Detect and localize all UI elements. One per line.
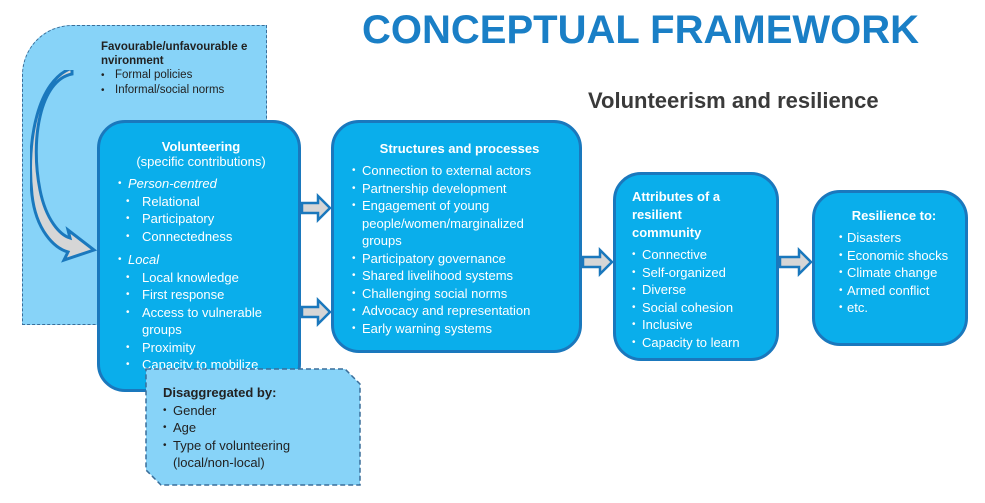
item-text: Formal policies <box>115 69 193 81</box>
group-label: Person-centred <box>128 176 217 191</box>
list-item: etc. <box>831 299 957 317</box>
list-item: Connective <box>632 246 768 264</box>
list-item: Inclusive <box>632 316 768 334</box>
group-local: Local Local knowledge First response Acc… <box>118 251 284 374</box>
page-title: CONCEPTUAL FRAMEWORK <box>362 8 920 52</box>
list-item: First response <box>118 286 284 304</box>
list-item: Informal/social norms <box>101 83 251 98</box>
list-item: Gender <box>163 402 353 420</box>
list-item: Capacity to learn <box>632 334 768 352</box>
volunteering-heading: Volunteering <box>161 139 241 154</box>
list-item: Diverse <box>632 281 768 299</box>
list-item: Connectedness <box>118 228 284 246</box>
item-text: Informal/social norms <box>115 84 225 96</box>
group-person-centred: Person-centred Relational Participatory … <box>118 175 284 245</box>
volunteering-subheading: (specific contributions) <box>136 154 266 169</box>
disaggregated-heading: Disaggregated by: <box>163 385 277 400</box>
list-item: Disasters <box>831 229 957 247</box>
list-item: Type of volunteering (local/non-local) <box>163 437 353 472</box>
volunteering-box: Volunteering (specific contributions) Pe… <box>97 120 301 392</box>
list-item: Challenging social norms <box>352 285 567 303</box>
list-item: Shared livelihood systems <box>352 267 567 285</box>
list-item: Advocacy and representation <box>352 302 567 320</box>
arrow-right-icon <box>778 246 813 278</box>
curved-arrow-icon <box>30 70 98 263</box>
page-subtitle: Volunteerism and resilience <box>588 88 879 113</box>
list-item: Proximity <box>118 339 284 357</box>
list-item: Formal policies <box>101 68 251 83</box>
list-item: Social cohesion <box>632 299 768 317</box>
arrow-right-icon <box>581 246 614 278</box>
arrow-right-icon <box>300 296 332 328</box>
list-item: Relational <box>118 193 284 211</box>
list-item: Climate change <box>831 264 957 282</box>
list-item: Economic shocks <box>831 247 957 265</box>
attributes-box: Attributes of a resilient community Conn… <box>613 172 779 361</box>
attributes-heading: Attributes of a resilient community <box>632 189 721 240</box>
list-item: Connection to external actors <box>352 162 567 180</box>
list-item: Access to vulnerable groups <box>118 304 284 339</box>
list-item: Early warning systems <box>352 320 567 338</box>
disaggregated-box: Disaggregated by: Gender Age Type of vol… <box>163 384 353 472</box>
structures-heading: Structures and processes <box>379 141 540 156</box>
structures-box: Structures and processes Connection to e… <box>331 120 582 353</box>
list-item: Participatory <box>118 210 284 228</box>
list-item: Self-organized <box>632 264 768 282</box>
list-item: Local knowledge <box>118 269 284 287</box>
group-label: Local <box>128 252 160 267</box>
resilience-box: Resilience to: Disasters Economic shocks… <box>812 190 968 346</box>
list-item: Partnership development <box>352 180 567 198</box>
environment-heading: Favourable/unfavourable environment <box>101 41 248 67</box>
resilience-heading: Resilience to: <box>851 208 937 223</box>
arrow-right-icon <box>300 192 332 224</box>
list-item: Engagement of young people/women/margina… <box>352 197 567 250</box>
list-item: Participatory governance <box>352 250 567 268</box>
list-item: Age <box>163 419 353 437</box>
list-item: Armed conflict <box>831 282 957 300</box>
